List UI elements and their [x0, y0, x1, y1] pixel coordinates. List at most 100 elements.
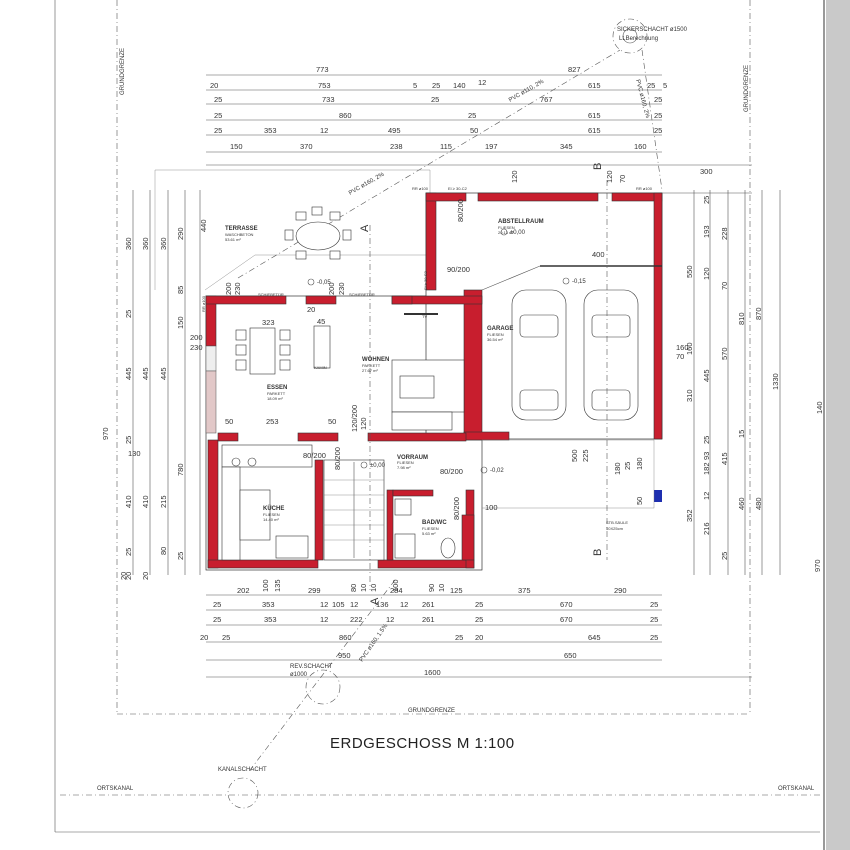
sickerschacht-symbol: [612, 18, 648, 54]
schiebetuer-2: SCHIEBETÜR: [349, 292, 375, 297]
svg-text:80/200: 80/200: [456, 199, 465, 222]
svg-text:310: 310: [685, 389, 694, 402]
svg-text:10: 10: [359, 584, 368, 592]
staircase: [323, 459, 385, 561]
sickerschacht-note: Lt.Berechnung: [619, 36, 658, 42]
svg-text:445: 445: [702, 369, 711, 382]
left-dimensions: 360 360 360 290 440 85 150 25 445 445 97…: [101, 190, 346, 580]
svg-text:25: 25: [432, 81, 440, 90]
ortskanal-left-label: ORTSKANAL: [97, 786, 134, 792]
svg-text:284: 284: [390, 586, 403, 595]
kamin-label: KAMIN: [314, 365, 327, 370]
room-wohnen-name: WOHNEN: [362, 357, 389, 363]
stb-saeule-dim: 50X25cm: [606, 526, 624, 531]
stb-saeule-label: STB.SÄULE: [606, 520, 628, 525]
svg-text:-0,02: -0,02: [490, 468, 504, 474]
room-garage-area: 36.54 m²: [487, 337, 503, 342]
svg-text:12: 12: [702, 492, 711, 500]
svg-text:200: 200: [327, 282, 336, 295]
svg-text:20: 20: [119, 572, 128, 580]
svg-text:25: 25: [214, 126, 222, 135]
svg-text:445: 445: [124, 367, 133, 380]
svg-text:230: 230: [233, 282, 242, 295]
room-vorraum-name: VORRAUM: [397, 455, 428, 461]
svg-text:230: 230: [190, 343, 203, 352]
svg-text:12: 12: [350, 600, 358, 609]
svg-text:222: 222: [350, 615, 363, 624]
svg-text:353: 353: [264, 615, 277, 624]
svg-text:200: 200: [190, 333, 203, 342]
svg-text:225: 225: [581, 449, 590, 462]
drawing-title: ERDGESCHOSS M 1:100: [330, 735, 515, 752]
svg-text:25: 25: [176, 552, 185, 560]
svg-text:970: 970: [813, 559, 822, 572]
room-bad-area: 5.63 m²: [422, 531, 436, 536]
room-terrasse-area: 53.61 m²: [225, 237, 241, 242]
svg-text:20: 20: [307, 305, 315, 314]
bottom-dimensions: 100 135 80 10 10 100 90 10 202 299 284 1…: [200, 579, 752, 678]
svg-text:410: 410: [141, 495, 150, 508]
svg-text:300: 300: [700, 167, 713, 176]
top-dimensions: 773 827 20 753 5 25 140 12 615 25 5 25 7…: [206, 65, 752, 166]
svg-text:130: 130: [128, 449, 141, 458]
room-garage-name: GARAGE: [487, 326, 513, 332]
svg-text:12: 12: [400, 600, 408, 609]
svg-text:25: 25: [213, 615, 221, 624]
svg-text:±0,00: ±0,00: [370, 463, 386, 469]
svg-text:767: 767: [540, 95, 553, 104]
svg-text:445: 445: [159, 367, 168, 380]
svg-text:733: 733: [322, 95, 335, 104]
svg-text:25: 25: [431, 95, 439, 104]
svg-text:182: 182: [702, 462, 711, 475]
svg-text:25: 25: [720, 552, 729, 560]
svg-text:150: 150: [176, 316, 185, 329]
room-garage-sub: FLIESEN: [487, 332, 504, 337]
svg-text:25: 25: [647, 81, 655, 90]
svg-text:160: 160: [676, 343, 689, 352]
svg-text:100: 100: [485, 503, 498, 512]
svg-text:5: 5: [413, 81, 417, 90]
svg-text:670: 670: [560, 600, 573, 609]
svg-text:80/200: 80/200: [452, 497, 461, 520]
svg-text:290: 290: [176, 227, 185, 240]
room-abstell-name: ABSTELLRAUM: [498, 219, 544, 225]
room-vorraum-area: 7.98 m²: [397, 465, 411, 470]
section-a-top: A: [359, 224, 371, 232]
svg-text:105: 105: [332, 600, 345, 609]
svg-text:773: 773: [316, 65, 329, 74]
svg-text:500: 500: [570, 449, 579, 462]
svg-text:25: 25: [475, 615, 483, 624]
car-right: [583, 289, 639, 421]
svg-text:±0,00: ±0,00: [510, 230, 526, 236]
svg-text:650: 650: [564, 651, 577, 660]
svg-text:90: 90: [427, 584, 436, 592]
kanalschacht-symbol: [227, 777, 259, 809]
svg-text:197: 197: [485, 142, 498, 151]
svg-text:25: 25: [124, 548, 133, 556]
grundgrenze-right: GRUNDGRENZE: [744, 65, 750, 112]
svg-text:120: 120: [510, 170, 519, 183]
svg-text:80/200: 80/200: [333, 447, 342, 470]
svg-text:150: 150: [230, 142, 243, 151]
rev-schacht-symbol: [305, 669, 341, 705]
svg-text:-0,05: -0,05: [317, 280, 331, 286]
svg-text:25: 25: [214, 95, 222, 104]
room-vorraum-sub: FLIESEN: [397, 460, 414, 465]
car-left: [511, 289, 567, 421]
garage-partition-diag: [481, 265, 541, 291]
room-kueche-area: 14.40 m²: [263, 517, 279, 522]
el-label-2: El ≥ 30-C2: [423, 270, 428, 290]
kamin-symbol: [313, 325, 331, 369]
svg-text:299: 299: [308, 586, 321, 595]
room-bad-sub: FLIESEN: [422, 526, 439, 531]
svg-text:80/200: 80/200: [303, 451, 326, 460]
svg-text:50: 50: [225, 417, 233, 426]
svg-text:25: 25: [214, 111, 222, 120]
svg-text:140: 140: [453, 81, 466, 90]
svg-text:290: 290: [614, 586, 627, 595]
rev-schacht-dia: ø1000: [290, 672, 308, 678]
svg-text:440: 440: [199, 219, 208, 232]
svg-text:1330: 1330: [771, 373, 780, 390]
svg-text:25: 25: [124, 310, 133, 318]
